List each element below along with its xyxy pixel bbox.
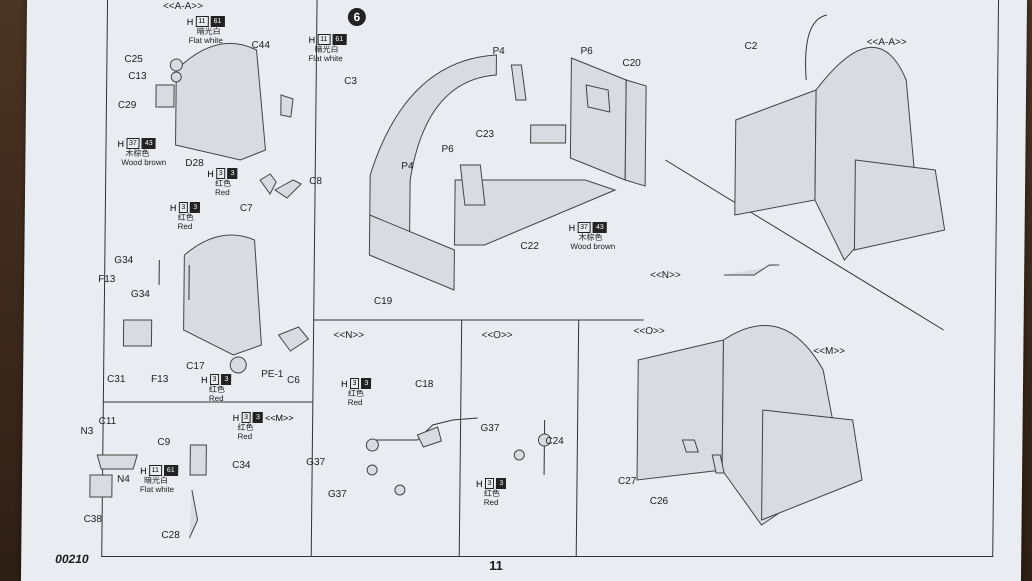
view-label-o-right: <<O>> bbox=[633, 326, 665, 337]
part-c44: C44 bbox=[251, 40, 270, 51]
part-c3: C3 bbox=[344, 76, 358, 87]
part-c29: C29 bbox=[117, 100, 137, 111]
part-c25: C25 bbox=[124, 54, 143, 65]
part-c18: C18 bbox=[414, 379, 434, 390]
part-pe1: PE-1 bbox=[261, 369, 284, 380]
part-c13: C13 bbox=[128, 71, 147, 82]
part-c17: C17 bbox=[186, 361, 205, 372]
view-label-o: <<O>> bbox=[481, 330, 513, 341]
view-label-n-right: <<N>> bbox=[650, 270, 681, 281]
part-f13-lower: F13 bbox=[151, 374, 169, 385]
part-c31: C31 bbox=[107, 374, 126, 385]
part-c34: C34 bbox=[232, 460, 251, 471]
part-f13-upper: F13 bbox=[98, 274, 116, 285]
product-code: 00210 bbox=[55, 552, 89, 566]
part-c11: C11 bbox=[98, 416, 117, 427]
drawing-lines bbox=[89, 0, 946, 556]
part-c7: C7 bbox=[239, 203, 253, 214]
part-p6-top: P6 bbox=[580, 46, 593, 57]
view-label-m-right: <<M>> bbox=[813, 346, 846, 357]
view-label-aa: <<A-A>> bbox=[162, 1, 204, 12]
part-c19: C19 bbox=[373, 296, 393, 307]
view-label-aa-right: <<A-A>> bbox=[866, 37, 907, 48]
step-number-badge: 6 bbox=[347, 8, 366, 26]
part-c6: C6 bbox=[286, 375, 300, 386]
part-c8: C8 bbox=[309, 176, 322, 187]
page-number: 11 bbox=[489, 558, 503, 573]
view-label-n: <<N>> bbox=[333, 330, 365, 341]
part-c38: C38 bbox=[83, 514, 103, 525]
part-c9: C9 bbox=[157, 437, 171, 448]
part-g34-lower: G34 bbox=[130, 289, 150, 300]
part-c26: C26 bbox=[649, 496, 669, 507]
part-c22: C22 bbox=[520, 241, 539, 252]
part-n3: N3 bbox=[80, 426, 94, 437]
part-c27: C27 bbox=[617, 476, 637, 487]
part-g37-bottom: G37 bbox=[327, 489, 347, 500]
part-g37-left: G37 bbox=[306, 457, 326, 468]
part-c28: C28 bbox=[161, 530, 180, 541]
part-c23: C23 bbox=[475, 129, 495, 140]
part-p4-top: P4 bbox=[492, 46, 505, 57]
part-d28: D28 bbox=[185, 158, 204, 169]
part-c2: C2 bbox=[744, 41, 758, 52]
part-p6-mid: P6 bbox=[441, 144, 454, 155]
part-p4-mid: P4 bbox=[401, 161, 414, 172]
part-g37-o: G37 bbox=[480, 423, 500, 434]
part-c24: C24 bbox=[545, 436, 564, 447]
part-g34-upper: G34 bbox=[114, 255, 134, 266]
part-c20: C20 bbox=[622, 58, 641, 69]
part-n4: N4 bbox=[116, 474, 130, 485]
